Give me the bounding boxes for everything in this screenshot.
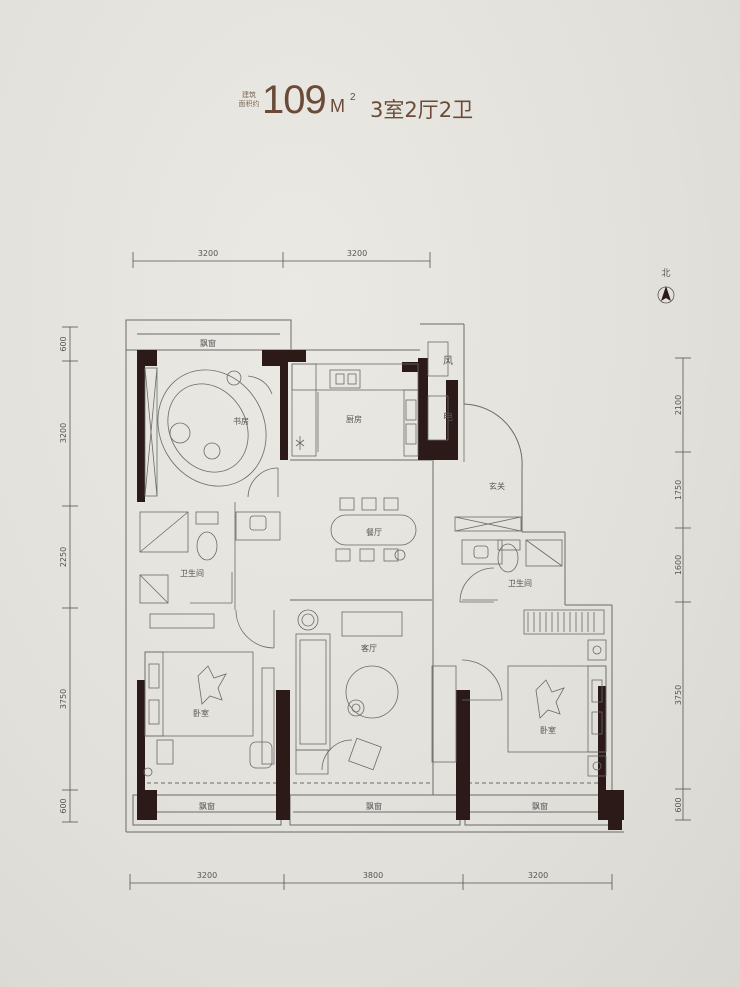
north-compass-icon: 北 [657,268,675,304]
plan-header: 建筑 面积约 109 M 2 3室2厅2卫 [0,78,740,138]
right-bedroom-furniture [461,609,607,777]
outline-walls [125,319,624,833]
dim-right-2: 1750 [674,480,683,500]
left-bathroom-fixtures [139,502,281,610]
dimension-labels: 3200 3200 3200 3800 3200 600 3200 2250 3… [59,249,683,880]
entrance-cabinet [454,516,522,532]
label-bay-window-bottom-right: 飘窗 [532,801,548,811]
dim-left-1: 600 [59,336,68,351]
compass-label: 北 [661,268,670,279]
label-bedroom-right: 卧室 [540,725,556,735]
label-vent: 风 [443,355,453,367]
dim-bottom-1: 3200 [197,871,217,880]
area-label-line1: 建筑 [242,91,256,99]
area-unit: M [330,96,345,116]
dim-right-4: 3750 [674,685,683,705]
area-value: 109 [262,78,327,122]
left-bedroom-furniture [143,609,275,777]
label-bathroom-left: 卫生间 [180,568,204,578]
dim-top-1: 3200 [198,249,218,258]
label-bay-window-bottom-left: 飘窗 [199,801,215,811]
label-study-bay-window: 飘窗 [200,338,216,348]
dim-left-5: 600 [59,798,68,813]
dimension-lines [62,252,691,890]
dim-right-1: 2100 [674,395,683,415]
dim-right-3: 1600 [674,555,683,575]
label-kitchen: 厨房 [346,414,362,424]
dim-left-2: 3200 [59,423,68,443]
layout-type: 3室2厅2卫 [370,98,474,122]
living-furniture [295,609,457,775]
dim-bottom-2: 3800 [363,871,383,880]
label-dining: 餐厅 [366,528,382,537]
utility-closets [427,341,449,441]
label-bathroom-right: 卫生间 [508,578,532,588]
dim-top-2: 3200 [347,249,367,258]
dim-left-3: 2250 [59,547,68,567]
dining-table [330,497,417,562]
kitchen-fixtures [291,363,419,457]
area-unit-superscript: 2 [350,92,356,103]
structural-walls [137,350,624,830]
label-living: 客厅 [361,643,377,653]
dim-right-5: 600 [674,797,683,812]
dim-bottom-3: 3200 [528,871,548,880]
dim-left-4: 3750 [59,689,68,709]
area-label-line2: 面积约 [238,100,260,108]
label-electric: 电 [443,410,453,423]
room-labels: 飘窗 书房 厨房 风 电 玄关 餐厅 卫生间 卫生间 客厅 卧室 卧室 飘窗 飘… [180,338,556,811]
study-furniture [144,367,279,498]
label-entrance: 玄关 [489,481,505,491]
area-label: 建筑 面积约 [234,91,264,109]
label-study: 书房 [233,416,249,426]
right-bathroom-fixtures [459,539,563,603]
label-bedroom-left: 卧室 [193,708,209,718]
label-bay-window-bottom-mid: 飘窗 [366,801,382,811]
